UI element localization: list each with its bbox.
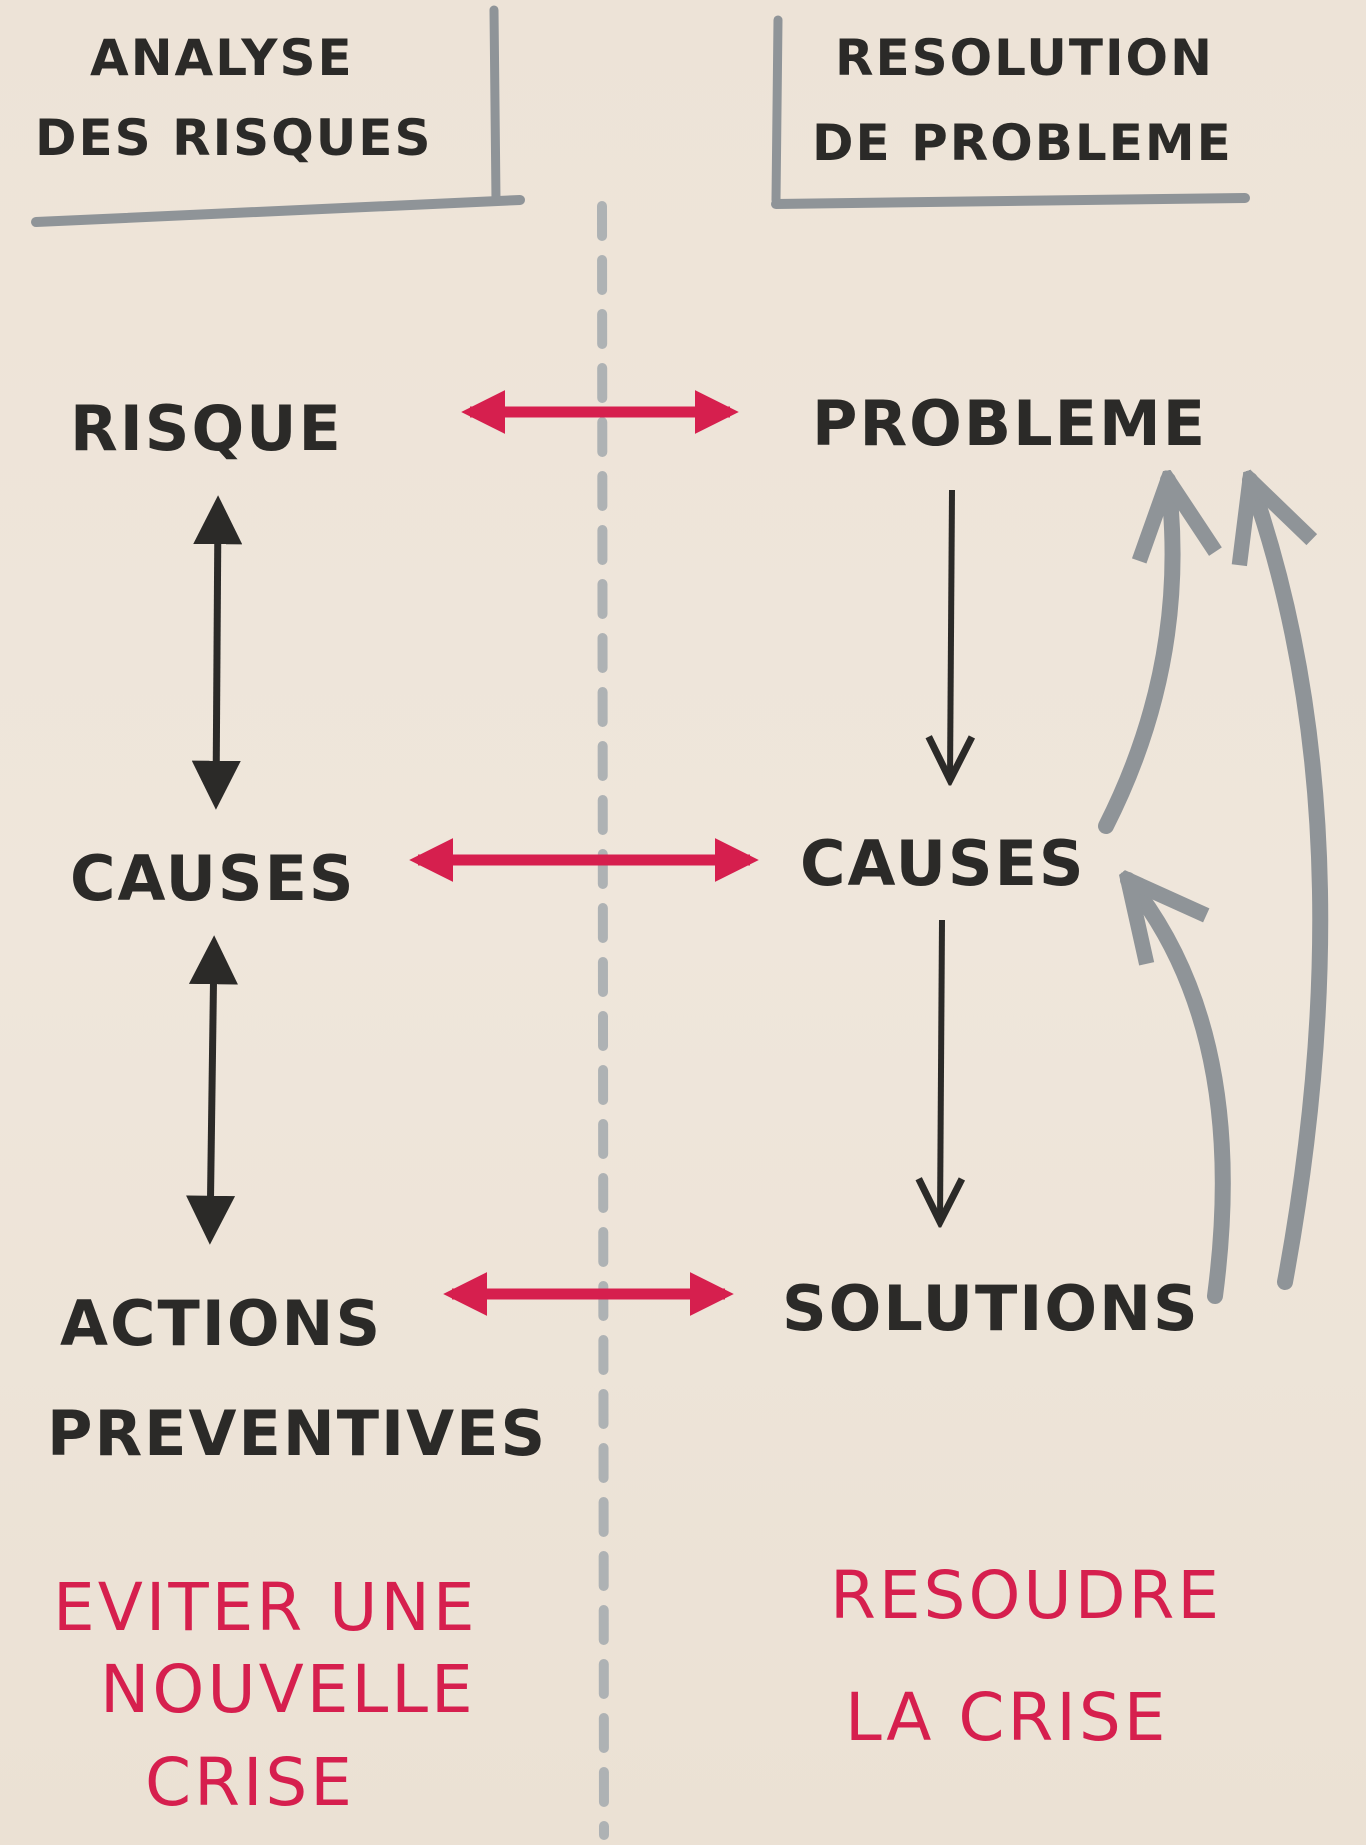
right-header-line-2: DE PROBLEME <box>812 114 1233 172</box>
goal-right-line-2: LA CRISE <box>845 1679 1168 1756</box>
label-probleme: PROBLEME <box>812 387 1207 460</box>
label-preventives: PREVENTIVES <box>47 1397 547 1470</box>
black-double-arrow-causes-actions <box>186 935 238 1245</box>
label-causes-right: CAUSES <box>800 827 1086 900</box>
center-divider-dashed <box>597 201 609 1840</box>
black-arrow-causes-to-solutions <box>940 919 942 1222</box>
label-actions: ACTIONS <box>60 1287 382 1360</box>
grey-feedback-arrow-solutions-to-causes <box>1128 880 1231 1304</box>
right-header-bracket <box>771 15 1250 209</box>
goal-right-line-1: RESOUDRE <box>830 1557 1222 1634</box>
label-risque: RISQUE <box>70 392 343 465</box>
right-header-line-1: RESOLUTION <box>835 29 1214 87</box>
grey-feedback-arrow-solutions-to-probleme <box>1250 480 1329 1290</box>
left-header-bracket <box>31 5 525 227</box>
left-header-line-1: ANALYSE <box>90 29 354 87</box>
goal-left-line-1: EVITER UNE <box>53 1569 478 1646</box>
label-solutions: SOLUTIONS <box>782 1272 1200 1345</box>
goal-left-line-2: NOUVELLE <box>100 1651 476 1728</box>
grey-feedback-arrow-causes-to-probleme <box>1098 480 1173 834</box>
left-header-line-2: DES RISQUES <box>35 109 432 167</box>
goal-left-line-3: CRISE <box>145 1744 355 1821</box>
black-arrow-probleme-to-causes <box>950 489 952 780</box>
black-double-arrow-risque-causes <box>191 495 243 810</box>
label-causes-left: CAUSES <box>70 842 356 915</box>
